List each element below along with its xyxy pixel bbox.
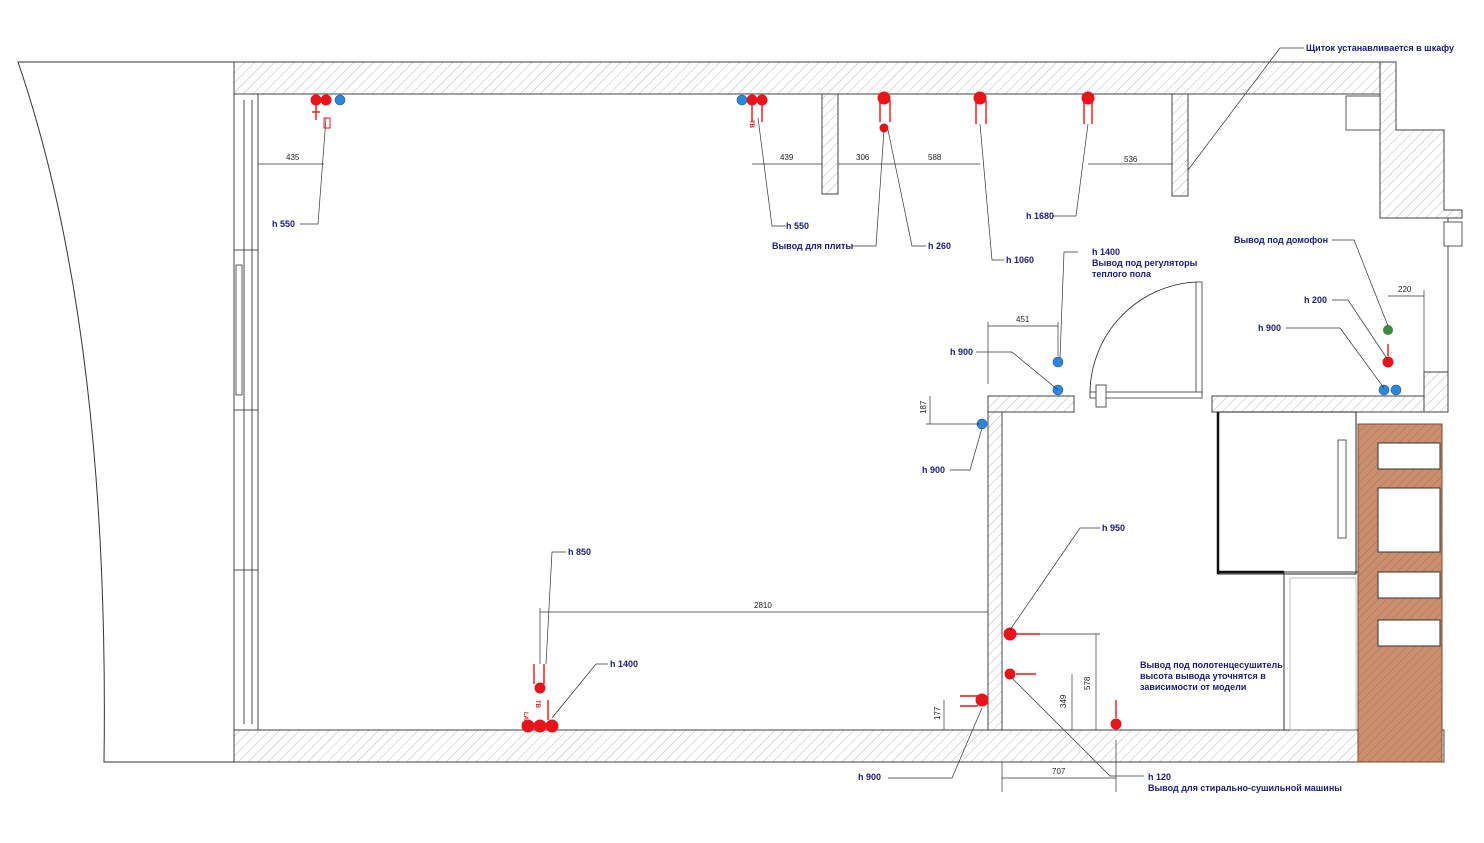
lan-mark: LAN xyxy=(522,712,528,724)
label-intercom: Вывод под домофон xyxy=(1234,235,1328,245)
right-door-frame xyxy=(1345,95,1463,372)
label-towel-2: высота вывода уточнятся в xyxy=(1140,671,1266,681)
dim-451: 451 xyxy=(1016,315,1030,324)
tv-top-mark: ТВ xyxy=(748,120,754,129)
dimension-lines xyxy=(258,163,1425,792)
label-h1680: h 1680 xyxy=(1026,211,1054,221)
label-h900-wall: h 900 xyxy=(922,465,945,475)
label-h850: h 850 xyxy=(568,547,591,557)
label-h1400-top: h 1400 xyxy=(1092,247,1120,257)
dim-536: 536 xyxy=(1124,155,1138,164)
dim-578: 578 xyxy=(1083,676,1092,690)
label-h200: h 200 xyxy=(1304,295,1327,305)
label-h900-right: h 900 xyxy=(1258,323,1281,333)
window-frames xyxy=(234,100,258,724)
label-towel-3: зависимости от модели xyxy=(1140,682,1246,692)
label-h550-left: h 550 xyxy=(272,219,295,229)
label-shield: Щиток устанавливается в шкафу xyxy=(1306,43,1454,53)
dimension-texts: 435 439 306 588 536 451 220 187 2810 578… xyxy=(286,153,1412,776)
label-h260: h 260 xyxy=(928,241,951,251)
intercom-symbol xyxy=(1383,325,1393,335)
socket-marks: LAN ТВ ТВ xyxy=(522,120,754,724)
dim-349: 349 xyxy=(1059,694,1068,708)
label-h900-door: h 900 xyxy=(950,347,973,357)
label-h120: h 120 xyxy=(1148,772,1171,782)
label-h900-bottom: h 900 xyxy=(858,772,881,782)
facade-outline xyxy=(17,61,235,763)
label-floor-heat-1: Вывод под регуляторы xyxy=(1092,258,1198,268)
dim-187: 187 xyxy=(919,400,928,414)
label-h1060: h 1060 xyxy=(1006,255,1034,265)
label-h1400-bottom: h 1400 xyxy=(610,659,638,669)
sockets xyxy=(310,91,1394,733)
label-stove: Вывод для плиты xyxy=(772,241,853,251)
dim-306: 306 xyxy=(856,153,870,162)
tv-mark: ТВ xyxy=(534,700,540,709)
dim-220: 220 xyxy=(1398,285,1412,294)
entrance-door xyxy=(1089,281,1203,408)
label-h550-mid: h 550 xyxy=(786,221,809,231)
dim-177: 177 xyxy=(933,706,942,720)
label-floor-heat-2: теплого пола xyxy=(1092,269,1152,279)
label-washer: Вывод для стирально-сушильной машины xyxy=(1148,783,1342,793)
annotations: Щиток устанавливается в шкафу h 550 h 55… xyxy=(272,43,1454,793)
dim-435: 435 xyxy=(286,153,300,162)
dim-2810: 2810 xyxy=(754,601,772,610)
dim-707: 707 xyxy=(1052,767,1066,776)
dim-439: 439 xyxy=(780,153,794,162)
blue-outlets xyxy=(334,94,1402,430)
dim-588: 588 xyxy=(928,153,942,162)
bathroom-fixtures xyxy=(1216,411,1443,763)
leader-lines xyxy=(300,47,1389,779)
label-h950: h 950 xyxy=(1102,523,1125,533)
walls xyxy=(233,61,1463,763)
label-towel-1: Вывод под полотенцесушитель xyxy=(1140,660,1283,670)
